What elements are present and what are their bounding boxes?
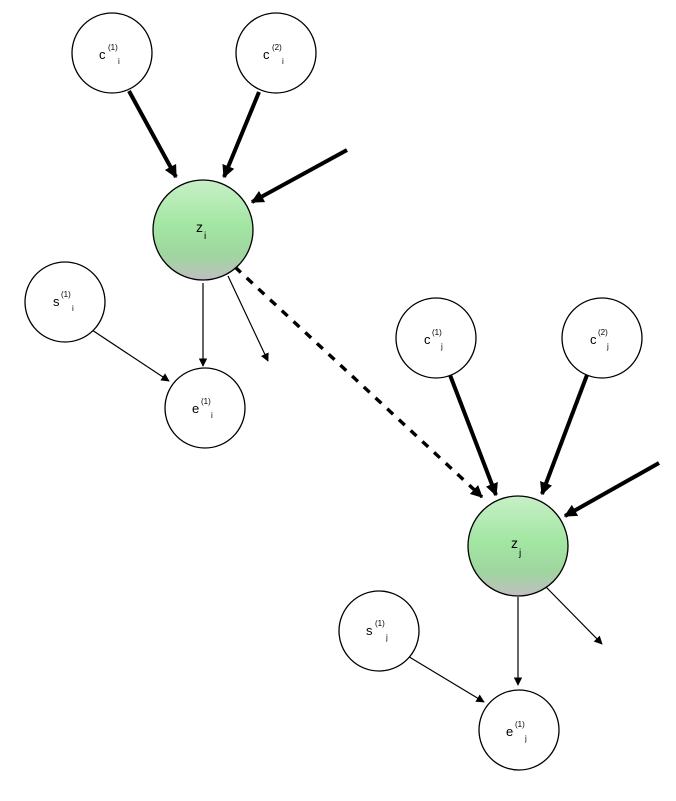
node-c2j-main: c xyxy=(590,332,597,347)
node-c1i: c (1) i xyxy=(71,12,153,94)
edge-zj-outgoing xyxy=(545,586,603,645)
node-s1j: s (1) j xyxy=(338,590,420,672)
node-zj: z j xyxy=(467,495,569,597)
node-zi-main: z xyxy=(196,219,203,235)
node-e1i-sub: i xyxy=(211,411,213,420)
node-c1i-main: c xyxy=(99,47,106,62)
node-zi: z i xyxy=(152,179,254,281)
node-s1j-sup: (1) xyxy=(375,619,385,628)
edge-c2j-zj xyxy=(540,374,589,496)
edge-c1i-zi xyxy=(127,90,178,179)
node-s1j-sub: j xyxy=(385,633,388,642)
node-s1i-main: s xyxy=(53,294,60,309)
node-c1j-sub: j xyxy=(440,342,443,351)
node-zi-sub: i xyxy=(204,231,206,242)
node-c2j: c (2) j xyxy=(561,297,643,379)
edge-s1j-e1j xyxy=(405,654,485,703)
node-c1j: c (1) j xyxy=(395,297,477,379)
edge-c1j-zj xyxy=(448,374,498,497)
node-s1i-sub: i xyxy=(72,304,74,313)
node-c1j-sup: (1) xyxy=(432,328,442,337)
node-zj-main: z xyxy=(511,535,518,551)
node-c1i-sub: i xyxy=(118,57,120,66)
node-e1i-sup: (1) xyxy=(201,397,211,406)
node-c2j-sup: (2) xyxy=(598,328,608,337)
node-c2i-main: c xyxy=(263,47,270,62)
node-c2i-sub: i xyxy=(282,57,284,66)
node-e1j-sup: (1) xyxy=(515,720,525,729)
node-s1i-sup: (1) xyxy=(61,290,71,299)
node-c2i-sup: (2) xyxy=(272,43,282,52)
edge-c2i-zi xyxy=(222,91,261,179)
node-s1j-main: s xyxy=(366,623,373,638)
node-c2j-sub: j xyxy=(606,342,609,351)
edge-incoming-zi xyxy=(250,148,348,204)
node-e1j-sub: j xyxy=(524,734,527,743)
node-s1i: s (1) i xyxy=(24,261,106,343)
node-zj-sub: j xyxy=(518,548,521,559)
node-c1i-sup: (1) xyxy=(108,43,118,52)
node-e1i: e (1) i xyxy=(164,367,246,449)
node-e1i-main: e xyxy=(192,401,199,416)
edge-zi-outgoing xyxy=(227,275,269,362)
node-c1j-main: c xyxy=(424,332,431,347)
edge-s1i-e1i xyxy=(91,329,170,382)
node-c2i: c (2) i xyxy=(235,12,317,94)
node-e1j-main: e xyxy=(506,724,513,739)
node-e1j: e (1) j xyxy=(478,689,560,771)
edge-incoming-zj xyxy=(563,461,660,518)
